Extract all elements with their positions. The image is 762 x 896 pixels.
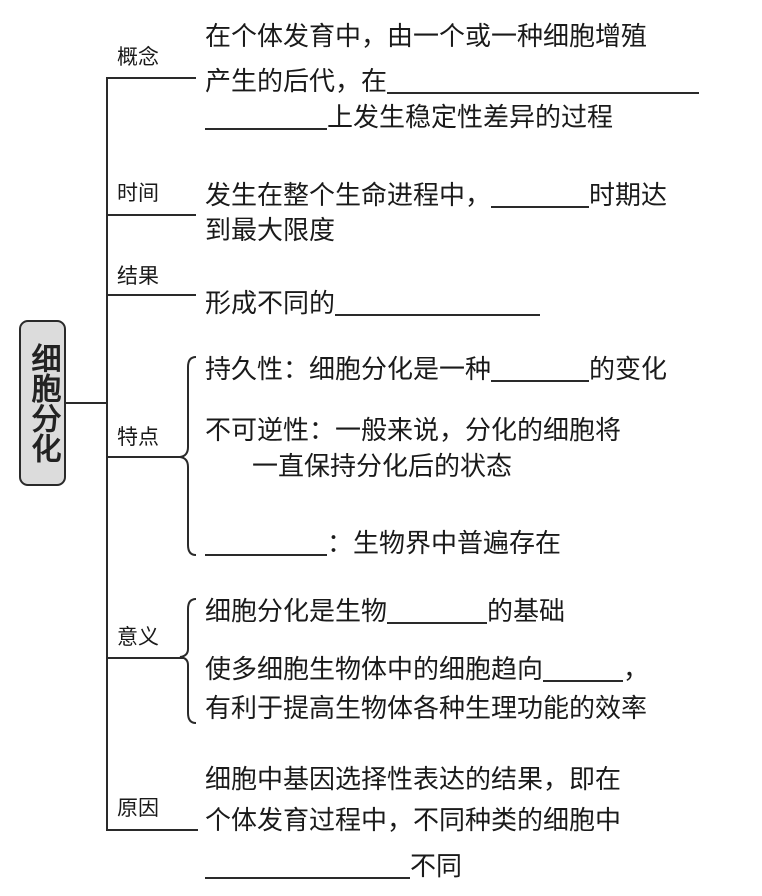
root-connector xyxy=(66,402,108,404)
blank-field[interactable] xyxy=(205,851,410,879)
features-item-1: 持久性：细胞分化是一种的变化 xyxy=(205,354,668,385)
blank-field[interactable] xyxy=(387,66,700,94)
features-item-3: ：生物界中普遍存在 xyxy=(205,528,561,557)
brace-features xyxy=(179,356,197,556)
concept-line-2: 产生的后代，在 xyxy=(205,66,700,95)
root-node-label: 细胞分化 xyxy=(25,343,61,463)
features-item-2-line-2: 一直保持分化后的状态 xyxy=(252,452,513,482)
cause-line-3: 不同 xyxy=(205,851,462,880)
branch-line-concept xyxy=(106,77,196,79)
cause-line-2: 个体发育过程中，不同种类的细胞中 xyxy=(205,806,622,836)
blank-field[interactable] xyxy=(205,102,327,130)
branch-line-significance xyxy=(106,657,184,659)
significance-item-2-line-2: 有利于提高生物体各种生理功能的效率 xyxy=(205,694,648,724)
features-item-2-line-1: 不可逆性：一般来说，分化的细胞将 xyxy=(205,416,622,446)
blank-field[interactable] xyxy=(491,180,590,208)
branch-label-significance: 意义 xyxy=(117,625,159,649)
trunk-line xyxy=(106,77,108,831)
branch-line-result xyxy=(106,294,196,296)
branch-line-time xyxy=(106,214,196,216)
branch-label-cause: 原因 xyxy=(117,796,159,820)
branch-label-features: 特点 xyxy=(117,425,159,449)
blank-field[interactable] xyxy=(491,354,590,382)
time-line-1: 发生在整个生命进程中，时期达 xyxy=(205,180,668,211)
blank-field[interactable] xyxy=(205,528,327,556)
branch-label-result: 结果 xyxy=(117,264,159,288)
result-line-1: 形成不同的 xyxy=(205,288,541,317)
concept-line-1: 在个体发育中，由一个或一种细胞增殖 xyxy=(205,22,648,52)
significance-item-2-line-1: 使多细胞生物体中的细胞趋向， xyxy=(205,654,650,685)
time-line-2: 到最大限度 xyxy=(205,216,336,246)
branch-line-cause xyxy=(106,829,198,831)
root-node: 细胞分化 xyxy=(19,320,66,486)
branch-label-time: 时间 xyxy=(117,181,159,205)
blank-field[interactable] xyxy=(543,654,624,682)
blank-field[interactable] xyxy=(387,596,488,624)
brace-significance xyxy=(179,598,197,724)
significance-item-1: 细胞分化是生物的基础 xyxy=(205,596,566,627)
cause-line-1: 细胞中基因选择性表达的结果，即在 xyxy=(205,765,622,795)
concept-line-3: 上发生稳定性差异的过程 xyxy=(205,102,613,131)
branch-line-features xyxy=(106,456,184,458)
branch-label-concept: 概念 xyxy=(117,45,159,69)
blank-field[interactable] xyxy=(335,288,541,316)
